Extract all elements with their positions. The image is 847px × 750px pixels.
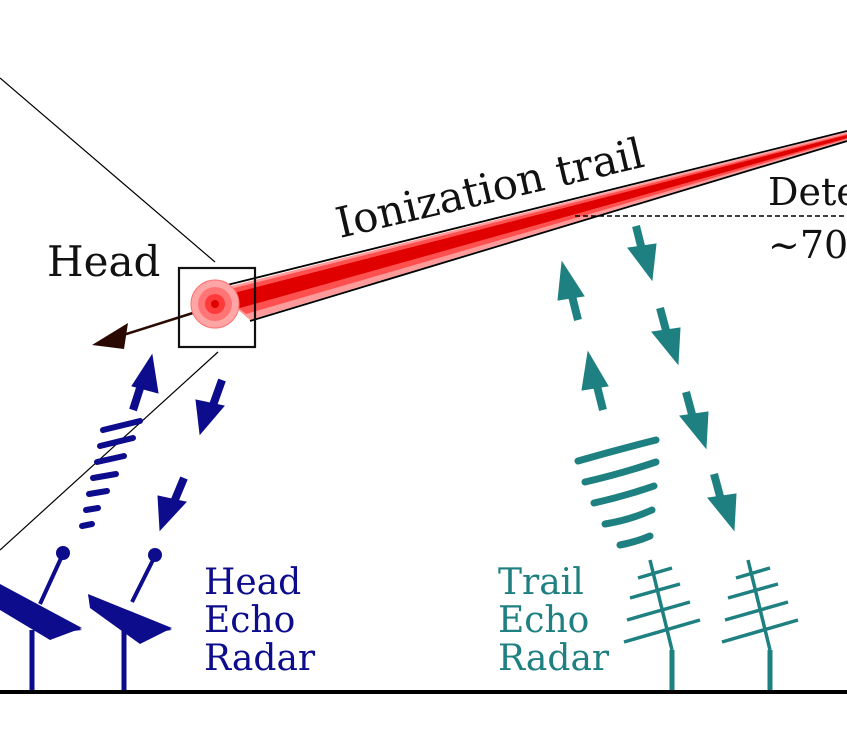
trail-echo-radar-line1: Trail: [498, 562, 584, 603]
head-echo-radar-line1: Head: [204, 562, 301, 603]
dish-antenna-icon: [88, 548, 172, 690]
beam-line-lower: [0, 351, 219, 551]
ionization-trail: [214, 130, 847, 322]
trail-echo-signals: [557, 225, 737, 549]
yagi-antenna-icon: [721, 559, 799, 690]
trail-echo-radar-label: Trail Echo Radar: [498, 562, 610, 679]
dish-antenna-icon: [0, 546, 82, 690]
head-echo-radar-line2: Echo: [204, 600, 295, 641]
detection-label-partial: Dete: [768, 170, 847, 214]
beam-line: [0, 77, 216, 263]
trail-echo-radar-line3: Radar: [498, 638, 610, 679]
altitude-label-partial: ~70: [768, 223, 847, 267]
trail-echo-radar-line2: Echo: [498, 600, 589, 641]
yagi-antenna-icon: [623, 559, 701, 690]
head-echo-radar-line3: Radar: [204, 638, 316, 679]
head-echo-radar-label: Head Echo Radar: [204, 562, 316, 679]
head-echo-signals: [79, 353, 226, 532]
head-label: Head: [47, 237, 160, 286]
meteor-head-icon: [177, 266, 257, 349]
